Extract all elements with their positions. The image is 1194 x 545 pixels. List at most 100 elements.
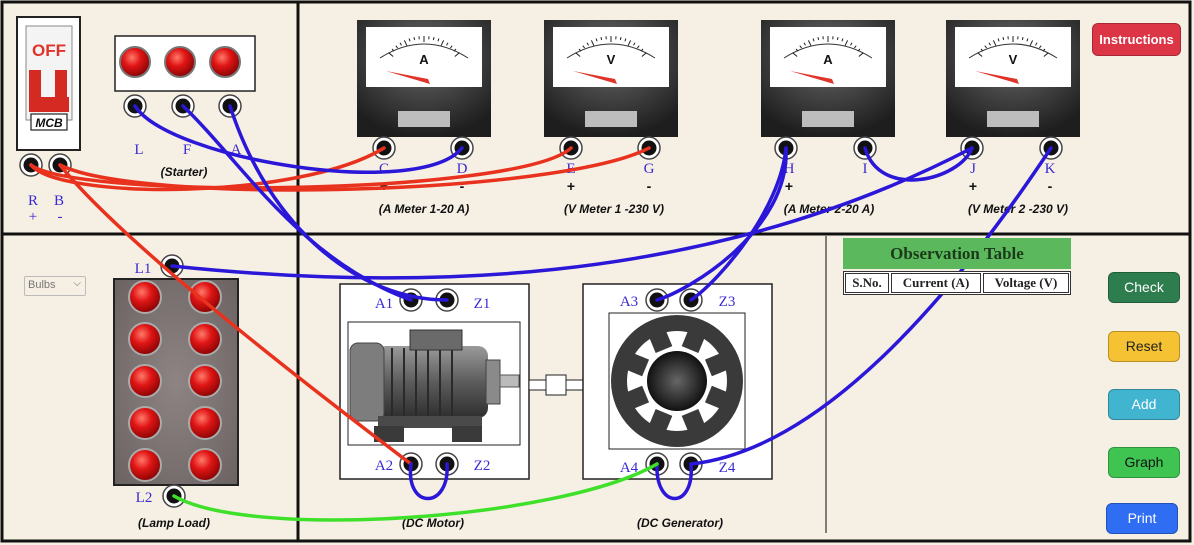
terminal-connector[interactable]: [399, 288, 423, 312]
terminal-connector[interactable]: [774, 136, 798, 160]
terminal-connector[interactable]: [679, 452, 703, 476]
meter-4-terminal-0: J: [970, 161, 976, 177]
meter-1-caption: (A Meter 1-20 A): [379, 202, 469, 216]
mcb-label: MCB: [35, 116, 63, 130]
terminal-connector[interactable]: [218, 94, 242, 118]
print-button[interactable]: Print: [1106, 503, 1178, 534]
mcb-terminal-b: B: [54, 193, 64, 209]
meter-3-sign-0: +: [785, 178, 793, 194]
mcb-sign-plus: +: [29, 209, 37, 225]
observation-table-title: Observation Table: [843, 238, 1071, 269]
meter-needle: [573, 71, 617, 84]
observation-table-header: S.No. Current (A) Voltage (V): [843, 271, 1071, 295]
bulbs-select[interactable]: Bulbs ⌵: [24, 276, 86, 296]
generator-terminal-z4: Z4: [719, 460, 736, 476]
lamp-bulb: [128, 322, 162, 356]
terminal-connector[interactable]: [637, 136, 661, 160]
meter-3: A: [761, 20, 895, 137]
terminal-connector[interactable]: [399, 452, 423, 476]
column-sno: S.No.: [845, 273, 889, 293]
lamp-bulb: [128, 448, 162, 482]
terminal-connector[interactable]: [645, 288, 669, 312]
reset-button[interactable]: Reset: [1108, 331, 1180, 362]
terminal-connector[interactable]: [435, 288, 459, 312]
meter-4-symbol: V: [1009, 52, 1018, 67]
generator-terminal-a4: A4: [620, 460, 639, 476]
starter-caption: (Starter): [161, 165, 208, 179]
mcb-breaker[interactable]: OFF MCB: [16, 16, 81, 151]
terminal-connector[interactable]: [645, 452, 669, 476]
meter-needle: [386, 71, 430, 84]
lamp-bulb: [128, 406, 162, 440]
terminal-connector[interactable]: [19, 153, 43, 177]
starter-terminal-l: L: [134, 142, 143, 158]
meter-4: V: [946, 20, 1080, 137]
meter-2-sign-1: -: [647, 178, 652, 194]
add-button[interactable]: Add: [1108, 389, 1180, 420]
lamp-bulb: [188, 322, 222, 356]
motor-terminal-a2: A2: [375, 458, 393, 474]
motor-terminal-z1: Z1: [474, 296, 491, 312]
terminal-connector[interactable]: [48, 153, 72, 177]
terminal-connector[interactable]: [559, 136, 583, 160]
meter-4-sign-0: +: [969, 178, 977, 194]
meter-needle: [790, 71, 834, 84]
starter-indicator-1: [119, 46, 151, 78]
dc-generator-caption: (DC Generator): [637, 516, 723, 530]
check-button[interactable]: Check: [1108, 272, 1180, 303]
terminal-connector[interactable]: [435, 452, 459, 476]
column-voltage: Voltage (V): [983, 273, 1069, 293]
mcb-sign-minus: -: [58, 209, 63, 225]
motor-terminal-a1: A1: [375, 296, 393, 312]
meter-3-terminal-1: I: [863, 161, 868, 177]
meter-1-symbol: A: [419, 52, 429, 67]
dc-motor: [339, 283, 530, 480]
meter-2-terminal-1: G: [644, 161, 655, 177]
meter-2-sign-0: +: [567, 178, 575, 194]
lamp-bulb: [188, 364, 222, 398]
instructions-button[interactable]: Instructions: [1092, 23, 1181, 56]
lamp-terminal-l1: L1: [135, 261, 152, 277]
observation-table: Observation Table S.No. Current (A) Volt…: [843, 238, 1071, 295]
lamp-bulb: [128, 364, 162, 398]
meter-1-terminal-1: D: [457, 161, 468, 177]
terminal-connector[interactable]: [1039, 136, 1063, 160]
terminal-connector[interactable]: [171, 94, 195, 118]
generator-terminal-a3: A3: [620, 294, 638, 310]
starter-indicator-2: [164, 46, 196, 78]
meter-1-terminal-0: C: [379, 161, 389, 177]
graph-button[interactable]: Graph: [1108, 447, 1180, 478]
terminal-connector[interactable]: [162, 484, 186, 508]
terminal-connector[interactable]: [450, 136, 474, 160]
starter-terminal-f: F: [183, 142, 191, 158]
meter-2: V: [544, 20, 678, 137]
starter-indicator-3: [209, 46, 241, 78]
lamp-bulb: [188, 448, 222, 482]
lamp-bulb: [188, 406, 222, 440]
generator-terminal-z3: Z3: [719, 294, 736, 310]
meter-1: A: [357, 20, 491, 137]
meter-1-sign-0: +: [380, 178, 388, 194]
terminal-connector[interactable]: [960, 136, 984, 160]
shaft-coupling: [528, 374, 585, 396]
dc-motor-caption: (DC Motor): [402, 516, 464, 530]
meter-3-terminal-0: H: [784, 161, 795, 177]
motor-terminal-z2: Z2: [474, 458, 491, 474]
lamp-load-caption: (Lamp Load): [138, 516, 210, 530]
terminal-connector[interactable]: [679, 288, 703, 312]
meter-2-symbol: V: [607, 52, 616, 67]
bulbs-select-value: Bulbs: [28, 279, 56, 291]
meter-2-terminal-0: E: [566, 161, 575, 177]
terminal-connector[interactable]: [160, 254, 184, 278]
starter-panel: [114, 35, 256, 92]
lamp-bulb: [128, 280, 162, 314]
terminal-connector[interactable]: [853, 136, 877, 160]
starter-terminal-a: A: [231, 142, 242, 158]
lamp-bulb: [188, 280, 222, 314]
mcb-off-text: OFF: [32, 41, 66, 60]
terminal-connector[interactable]: [372, 136, 396, 160]
meter-3-caption: (A Meter 2-20 A): [784, 202, 874, 216]
terminal-connector[interactable]: [123, 94, 147, 118]
